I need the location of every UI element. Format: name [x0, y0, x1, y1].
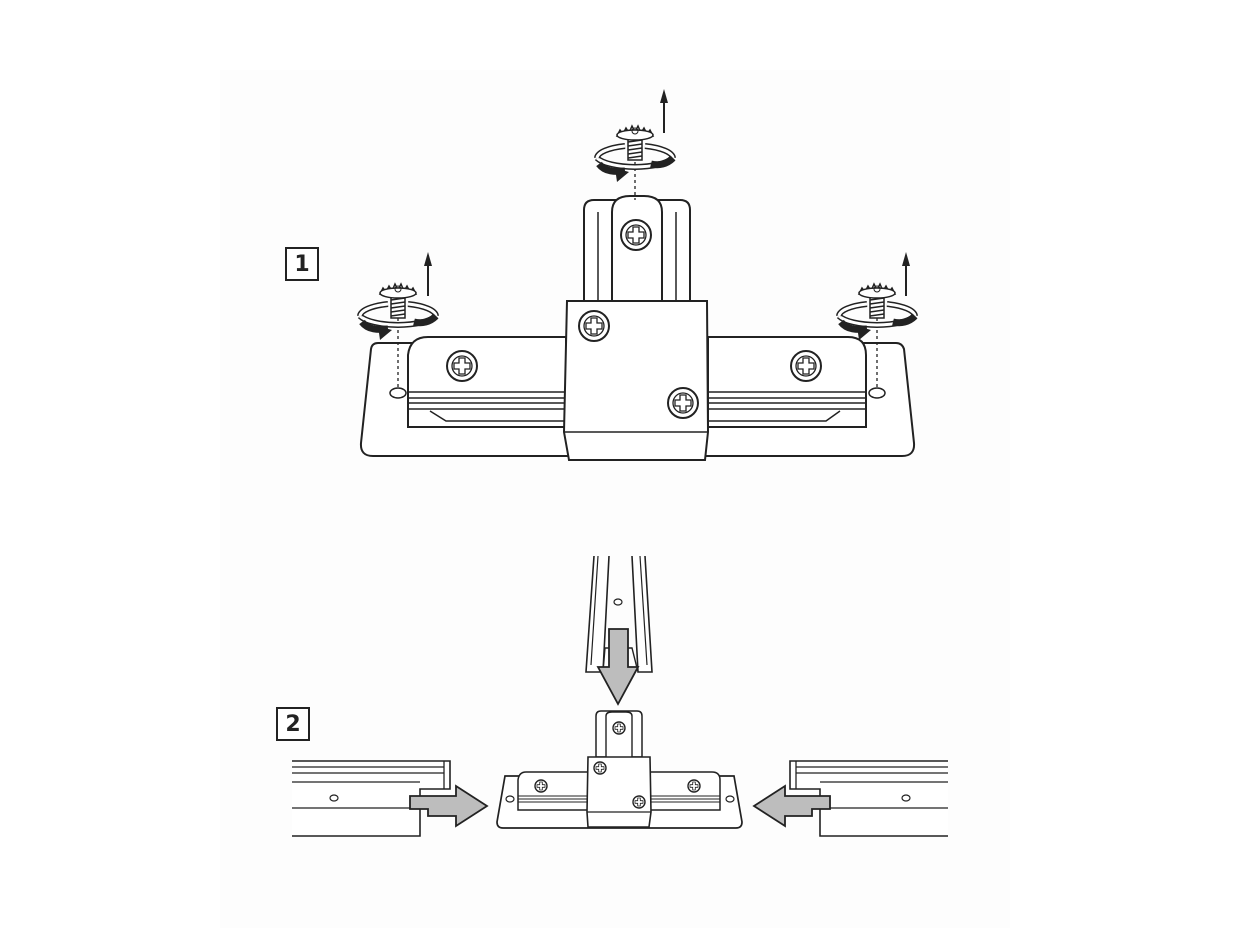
up-arrow-icon — [901, 251, 911, 297]
step-number-2: 2 — [276, 707, 310, 741]
tee-connector-small — [496, 710, 743, 829]
step-number-1: 1 — [285, 247, 319, 281]
tee-connector-large — [359, 195, 916, 461]
screw-icon — [597, 126, 673, 182]
insert-arrow-icon — [409, 784, 489, 828]
right-track — [789, 760, 948, 837]
insert-arrow-icon — [752, 784, 831, 828]
insert-arrow-icon — [596, 628, 640, 706]
up-arrow-icon — [659, 88, 669, 134]
up-arrow-icon — [423, 251, 433, 297]
left-track — [292, 760, 451, 837]
